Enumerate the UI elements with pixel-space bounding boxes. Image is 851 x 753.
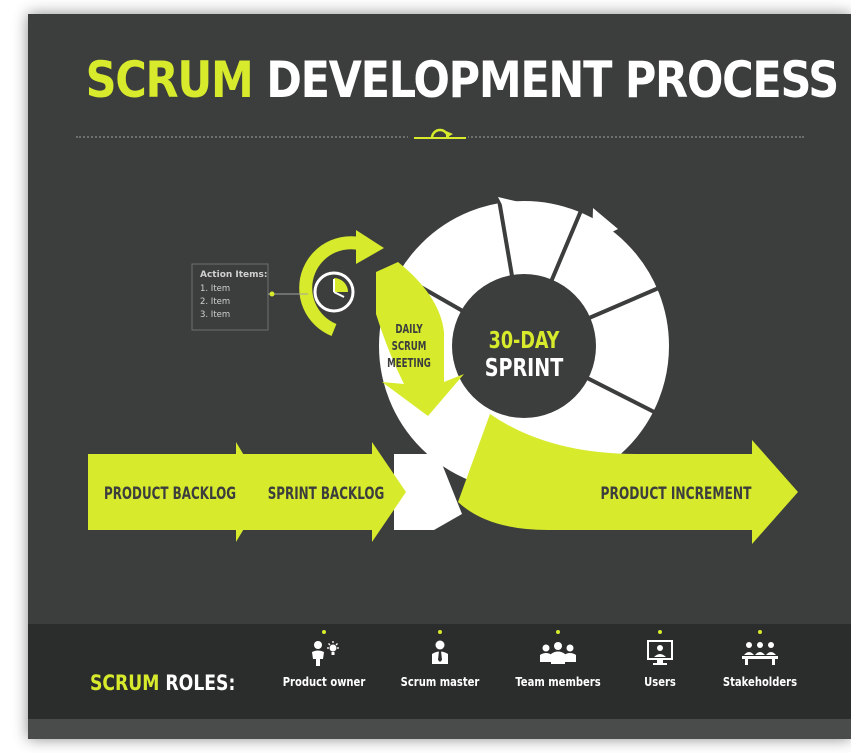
action-item-3: 3. Item: [200, 310, 230, 320]
product-backlog-label: PRODUCT BACKLOG: [104, 483, 236, 503]
product-increment-label: PRODUCT INCREMENT: [601, 484, 752, 504]
team-members-icon: [540, 642, 576, 664]
infographic-card: SCRUM DEVELOPMENT PROCESS: [28, 14, 851, 739]
role-team-members: Team members: [498, 630, 618, 689]
roles-label-highlight: SCRUM: [90, 671, 160, 695]
role-tick: [758, 630, 762, 634]
scrum-roles-label: SCRUM ROLES:: [90, 671, 235, 695]
roles-bar: [28, 624, 851, 719]
users-icon: [647, 640, 673, 665]
daily-scrum-arrow: [376, 262, 464, 416]
role-label: Stakeholders: [722, 674, 798, 689]
daily-scrum-line1: DAILY: [395, 322, 423, 336]
sprint-line1: 30-DAY: [489, 328, 561, 355]
action-items-heading: Action Items:: [200, 270, 268, 280]
role-label: Scrum master: [400, 674, 480, 689]
product-owner-icon: [312, 641, 339, 666]
role-users: Users: [600, 630, 720, 689]
daily-scrum-line3: MEETING: [387, 356, 431, 370]
sprint-line2: SPRINT: [485, 353, 564, 382]
scrum-diagram: 30-DAY SPRINT DAILY SCRUM MEETING Action…: [88, 128, 798, 544]
product-backlog-arrow: [88, 442, 266, 542]
sprint-backlog-label: SPRINT BACKLOG: [268, 483, 385, 503]
role-scrum-master: Scrum master: [380, 630, 500, 689]
action-item-1: 1. Item: [200, 284, 230, 294]
role-tick: [322, 630, 326, 634]
role-tick: [438, 630, 442, 634]
roles-bar-footer: [28, 719, 851, 739]
action-item-2: 2. Item: [200, 297, 230, 307]
sprint-backlog-arrow: [238, 442, 406, 542]
action-items-box: [191, 263, 308, 331]
title-highlight: SCRUM: [85, 51, 254, 109]
roles-label-rest: ROLES:: [165, 671, 236, 695]
daily-scrum-line2: SCRUM: [392, 339, 427, 353]
title-rest: DEVELOPMENT PROCESS: [266, 51, 839, 109]
divider-cycle-icon: [408, 128, 468, 141]
role-product-owner: Product owner: [264, 630, 384, 689]
clock-cycle-icon: [299, 230, 384, 337]
page-title: SCRUM DEVELOPMENT PROCESS: [85, 50, 840, 110]
role-stakeholders: Stakeholders: [700, 630, 820, 689]
scrum-master-icon: [432, 640, 448, 664]
role-label: Team members: [515, 674, 601, 689]
stakeholders-icon: [742, 642, 778, 665]
role-label: Product owner: [282, 674, 366, 689]
role-tick: [658, 630, 662, 634]
role-label: Users: [644, 674, 676, 689]
role-tick: [556, 630, 560, 634]
product-increment-arrow: [458, 414, 798, 544]
cycle-bottom-wedge: [394, 454, 462, 530]
